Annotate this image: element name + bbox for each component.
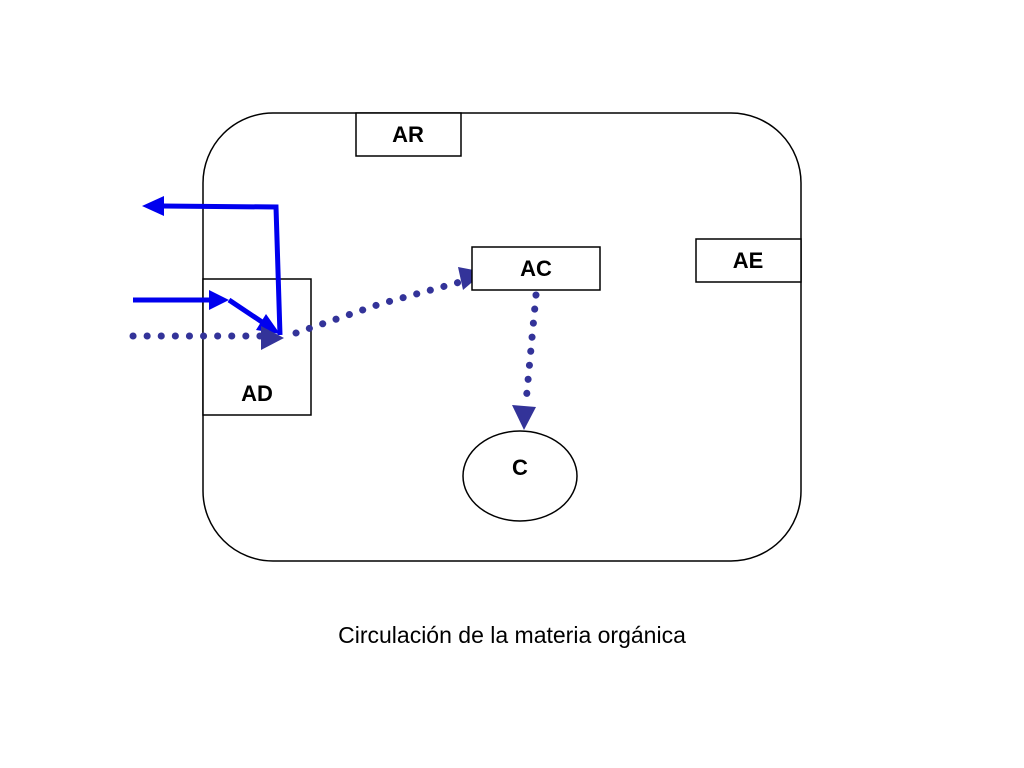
node-ar-box xyxy=(355,112,462,157)
node-c: C xyxy=(462,430,578,522)
diagram-caption: Circulación de la materia orgánica xyxy=(338,622,686,648)
solid-arrow-out-head xyxy=(142,196,164,216)
dotted-arrow-ac-to-c xyxy=(512,291,540,430)
solid-arrow-in-head xyxy=(209,290,229,310)
node-ac-label: AC xyxy=(520,256,552,281)
node-ar: AR xyxy=(355,112,462,157)
node-ae-label: AE xyxy=(733,248,764,273)
node-c-ellipse xyxy=(462,430,578,522)
node-ae: AE xyxy=(695,238,802,283)
solid-arrow-in xyxy=(133,290,280,334)
dotted-arrow-ac-to-c-head xyxy=(512,405,536,430)
node-c-label: C xyxy=(512,455,528,480)
node-ad-label: AD xyxy=(241,381,273,406)
node-ac: AC xyxy=(471,246,601,291)
dotted-arrow-into-ad-head xyxy=(261,326,284,350)
solid-arrow-out xyxy=(142,196,283,336)
dotted-arrow-into-ad xyxy=(129,326,284,350)
node-ar-label: AR xyxy=(392,122,424,147)
node-ae-box xyxy=(695,238,802,283)
dotted-arrow-ad-to-ac xyxy=(292,267,484,337)
node-ac-box xyxy=(471,246,601,291)
